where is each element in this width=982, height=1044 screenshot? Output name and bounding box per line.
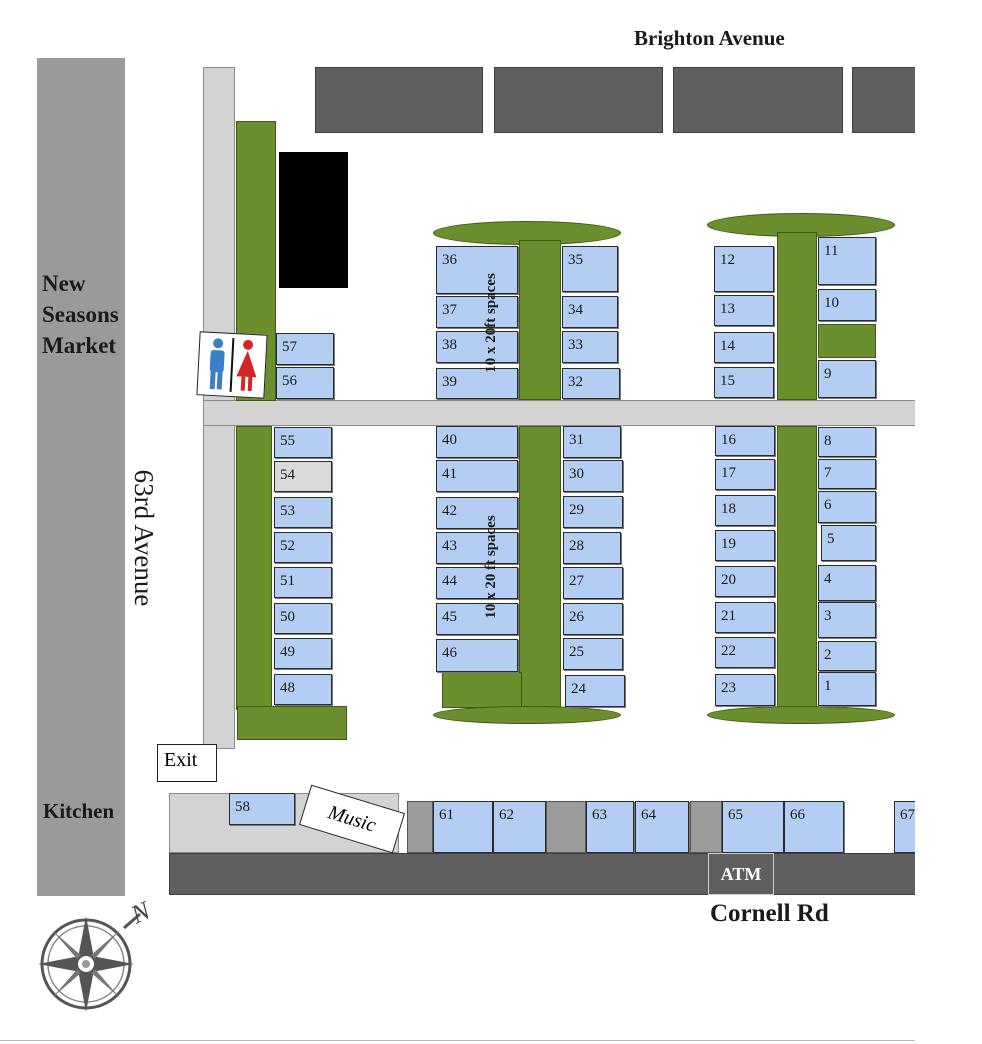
stall[interactable]: 3	[818, 602, 876, 638]
stall[interactable]: 15	[714, 367, 774, 398]
stall[interactable]: 9	[818, 360, 876, 398]
stall[interactable]: 41	[436, 460, 518, 492]
stall[interactable]: 57	[276, 333, 334, 365]
stall[interactable]: 58	[229, 793, 295, 825]
stall[interactable]: 8	[818, 427, 876, 457]
stall[interactable]: 26	[563, 603, 623, 635]
stall[interactable]: 12	[714, 246, 774, 292]
stall[interactable]: 37	[436, 296, 518, 328]
stall[interactable]: 65	[722, 801, 784, 853]
stall[interactable]: 46	[436, 639, 518, 672]
atm[interactable]: ATM	[708, 853, 774, 895]
stall[interactable]: 24	[565, 675, 625, 707]
stall[interactable]: 10	[818, 289, 876, 321]
divider	[0, 1040, 915, 1041]
stall[interactable]: 20	[715, 566, 775, 597]
green-oval	[707, 706, 895, 724]
left-road	[37, 58, 125, 896]
kitchen-label: Kitchen	[43, 799, 115, 823]
stall[interactable]: 32	[562, 368, 620, 399]
stall[interactable]: 63	[586, 801, 634, 853]
stall[interactable]: 39	[436, 368, 518, 399]
stall[interactable]: 55	[274, 427, 332, 458]
horizontal-walkway	[203, 400, 915, 426]
green-strip	[519, 240, 561, 400]
black-block	[279, 152, 348, 288]
street-label-top: Brighton Avenue	[634, 26, 785, 50]
stall[interactable]: 35	[562, 246, 618, 292]
green-strip	[519, 426, 561, 710]
stall[interactable]: 52	[274, 532, 332, 563]
stall[interactable]: 19	[715, 530, 775, 561]
stall[interactable]: 22	[715, 637, 775, 668]
stall[interactable]: 54	[274, 461, 332, 492]
spacer-block	[546, 801, 586, 853]
stall[interactable]: 4	[818, 565, 876, 601]
stall[interactable]: 31	[563, 426, 621, 458]
stall[interactable]: 25	[563, 638, 623, 670]
green-strip	[777, 232, 817, 400]
street-label-left: 63rd Avenue	[129, 469, 159, 607]
stall[interactable]: 30	[563, 460, 623, 492]
stall[interactable]: 44	[436, 567, 518, 599]
green-oval	[433, 706, 621, 724]
green-strip	[442, 672, 522, 708]
compass-icon: N	[36, 896, 166, 1016]
green-strip	[237, 706, 347, 740]
building	[852, 67, 915, 133]
spacer-block	[407, 801, 433, 853]
building	[673, 67, 843, 133]
stall[interactable]: 11	[818, 237, 876, 285]
stall[interactable]: 42	[436, 497, 518, 529]
stall[interactable]: 62	[493, 801, 546, 853]
stall[interactable]: 56	[276, 367, 334, 399]
stall[interactable]: 17	[715, 459, 775, 490]
market-label: New Seasons Market	[42, 271, 119, 358]
stall[interactable]: 33	[562, 331, 618, 363]
stall[interactable]: 61	[433, 801, 493, 853]
stall[interactable]: 13	[714, 295, 774, 326]
building	[315, 67, 483, 133]
stall[interactable]: 29	[563, 496, 623, 528]
stall[interactable]: 27	[563, 567, 623, 599]
stall[interactable]: 40	[436, 426, 518, 458]
stall[interactable]: 18	[715, 495, 775, 526]
stall[interactable]: 38	[436, 331, 518, 363]
stall[interactable]: 28	[563, 532, 621, 564]
restroom-icon	[196, 331, 268, 399]
stall[interactable]: 43	[436, 532, 518, 564]
bottom-building	[169, 853, 915, 895]
stall[interactable]: 34	[562, 296, 618, 328]
green-block	[818, 324, 876, 358]
stall[interactable]: 36	[436, 246, 518, 294]
stall[interactable]: 51	[274, 567, 332, 598]
street-label-bottom: Cornell Rd	[710, 900, 829, 927]
building	[494, 67, 663, 133]
stall[interactable]: 23	[715, 674, 775, 706]
stall[interactable]: 45	[436, 603, 518, 635]
stall[interactable]: 66	[784, 801, 844, 853]
stall[interactable]: 14	[714, 332, 774, 363]
stall[interactable]: 2	[818, 641, 876, 671]
space-note: 10 x 20 ft spaces	[483, 515, 499, 619]
stall[interactable]: 6	[818, 491, 876, 523]
stall[interactable]: 50	[274, 603, 332, 634]
exit-sign: Exit	[157, 744, 217, 782]
stall[interactable]: 67	[894, 801, 915, 853]
stall[interactable]: 48	[274, 674, 332, 705]
stall[interactable]: 7	[818, 459, 876, 489]
market-map: 57 56 55 54 53 52 51 50 49 48 36 37 38 3…	[0, 26, 915, 1041]
green-strip	[236, 426, 272, 710]
green-strip	[777, 426, 817, 710]
spacer-block	[690, 801, 722, 853]
stall[interactable]: 5	[821, 525, 876, 561]
stall[interactable]: 49	[274, 638, 332, 669]
space-note: 10 x 20ft spaces	[483, 273, 499, 373]
stall[interactable]: 16	[715, 426, 775, 456]
stall[interactable]: 64	[635, 801, 689, 853]
stall[interactable]: 21	[715, 602, 775, 633]
stall[interactable]: 53	[274, 497, 332, 528]
stall[interactable]: 1	[818, 672, 876, 706]
